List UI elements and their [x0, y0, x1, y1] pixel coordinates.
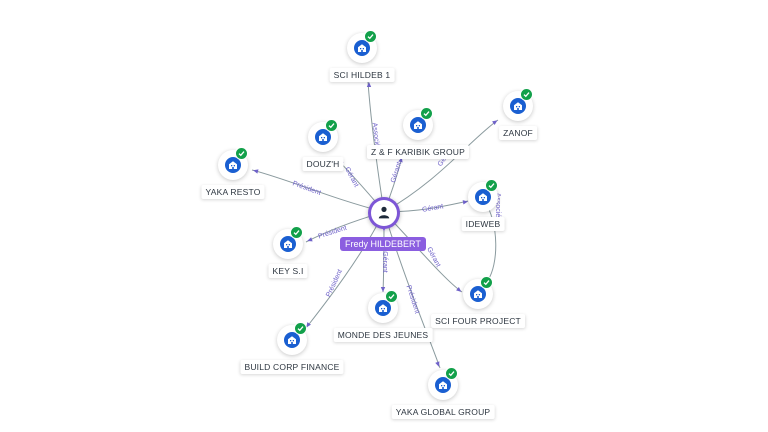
company-name-label[interactable]: DOUZ'H [302, 157, 344, 171]
company-node-circle[interactable] [503, 88, 533, 121]
building-icon [510, 98, 526, 114]
check-icon [235, 147, 248, 160]
company-node-circle[interactable] [218, 147, 248, 180]
relation-arrow [366, 82, 372, 87]
relation-role-label: Gérant [343, 166, 359, 188]
relation-arrow [380, 287, 386, 292]
check-icon [325, 119, 338, 132]
relation-edge [383, 211, 463, 293]
building-icon [410, 117, 426, 133]
company-node-circle[interactable] [273, 226, 303, 259]
company-node-circle[interactable] [277, 322, 307, 355]
check-icon [520, 88, 533, 101]
building-icon [225, 157, 241, 173]
relation-role-label: Associé [371, 122, 381, 147]
relation-arrow [307, 237, 313, 242]
building-icon [315, 129, 331, 145]
company-node-circle[interactable] [428, 367, 458, 400]
relation-edge [483, 199, 497, 281]
company-name-label[interactable]: SCI HILDEB 1 [329, 68, 395, 82]
check-icon [420, 107, 433, 120]
check-icon [364, 30, 377, 43]
building-icon [470, 286, 486, 302]
company-name-label[interactable]: YAKA RESTO [201, 185, 265, 199]
check-icon [294, 322, 307, 335]
relation-role-label: Président [325, 268, 344, 298]
company-node-circle[interactable] [308, 119, 338, 152]
relation-arrow [435, 361, 440, 367]
building-icon [435, 377, 451, 393]
company-node-circle[interactable] [463, 276, 493, 309]
person-icon [378, 206, 390, 219]
relation-arrow [253, 169, 259, 174]
person-pin [381, 226, 387, 231]
relation-role-label: Associé [494, 193, 501, 218]
relation-role-label: Gérant [422, 203, 444, 214]
relation-role-label: Gérant [390, 161, 403, 184]
relation-role-label: Président [291, 180, 321, 197]
company-node-circle[interactable] [368, 290, 398, 323]
company-name-label[interactable]: IDEWEB [461, 217, 505, 231]
check-icon [385, 290, 398, 303]
relation-role-label: Président [405, 284, 421, 314]
building-icon [284, 332, 300, 348]
relation-edge [383, 119, 499, 213]
company-node-circle[interactable] [347, 30, 377, 63]
check-icon [480, 276, 493, 289]
building-icon [354, 40, 370, 56]
relation-role-label: Gérant [381, 251, 388, 272]
relation-arrow [492, 120, 498, 125]
company-name-label[interactable]: SCI FOUR PROJECT [431, 314, 525, 328]
building-icon [475, 189, 491, 205]
company-name-label[interactable]: YAKA GLOBAL GROUP [391, 405, 495, 419]
company-name-label[interactable]: Z & F KARIBIK GROUP [366, 145, 470, 159]
building-icon [280, 236, 296, 252]
person-node[interactable] [368, 197, 400, 229]
relation-edge [305, 211, 385, 329]
person-name-label[interactable]: Fredy HILDEBERT [340, 237, 426, 251]
relation-arrow [306, 322, 311, 328]
relation-edge [367, 81, 385, 213]
company-name-label[interactable]: BUILD CORP FINANCE [240, 360, 344, 374]
relation-edge [251, 169, 385, 213]
company-name-label[interactable]: KEY S.I [268, 264, 308, 278]
company-node-circle[interactable] [468, 179, 498, 212]
company-node-circle[interactable] [403, 107, 433, 140]
relation-arrow [462, 200, 468, 205]
building-icon [375, 300, 391, 316]
relation-edge [383, 211, 441, 369]
company-name-label[interactable]: MONDE DES JEUNES [333, 328, 433, 342]
check-icon [290, 226, 303, 239]
relation-arrow [456, 287, 462, 292]
check-icon [445, 367, 458, 380]
company-name-label[interactable]: ZANOF [499, 126, 537, 140]
check-icon [485, 179, 498, 192]
